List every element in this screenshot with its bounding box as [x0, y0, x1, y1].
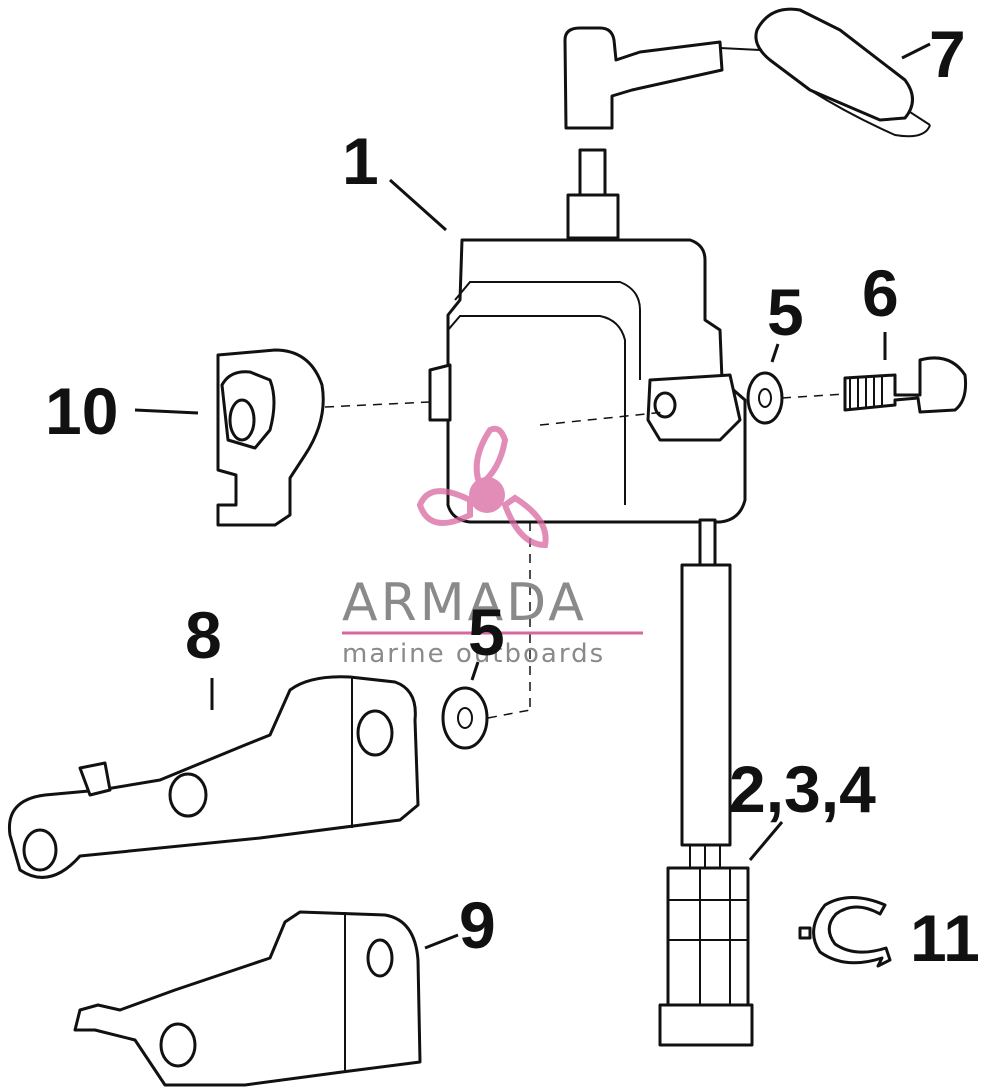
callout-9: 9: [459, 888, 496, 962]
part-5-washer-upper[interactable]: [746, 343, 784, 425]
part-11-clip[interactable]: [798, 896, 892, 968]
watermark-brand-name: ARMADA: [342, 573, 587, 633]
watermark-tagline: marine outboards: [342, 639, 605, 669]
callout-2-3-4: 2,3,4: [729, 752, 876, 826]
part-1-ignition-coil[interactable]: [389, 148, 747, 567]
watermark-logo: ARMADA marine outboards: [342, 425, 643, 669]
part-10-bracket[interactable]: [134, 348, 325, 527]
callout-5-lower: 5: [468, 595, 505, 669]
part-2-3-4-connector-harness[interactable]: [658, 563, 784, 1047]
part-8-mounting-bracket[interactable]: [7, 675, 420, 879]
callout-8: 8: [185, 598, 222, 672]
callout-10: 10: [45, 374, 118, 448]
part-5-washer-lower[interactable]: [441, 661, 489, 750]
callout-6: 6: [862, 256, 899, 330]
callout-5-upper: 5: [767, 275, 804, 349]
assembly-lines: [324, 393, 846, 719]
part-7-spark-plug-boot[interactable]: [563, 7, 931, 138]
callout-labels: 1 2,3,4 5 5 6 7 8 9 10 11: [45, 17, 980, 975]
callout-11: 11: [910, 901, 980, 975]
callout-7: 7: [929, 17, 966, 91]
callout-1: 1: [342, 124, 379, 198]
part-6-bolt[interactable]: [843, 332, 967, 414]
part-9-mounting-bracket[interactable]: [73, 910, 459, 1087]
